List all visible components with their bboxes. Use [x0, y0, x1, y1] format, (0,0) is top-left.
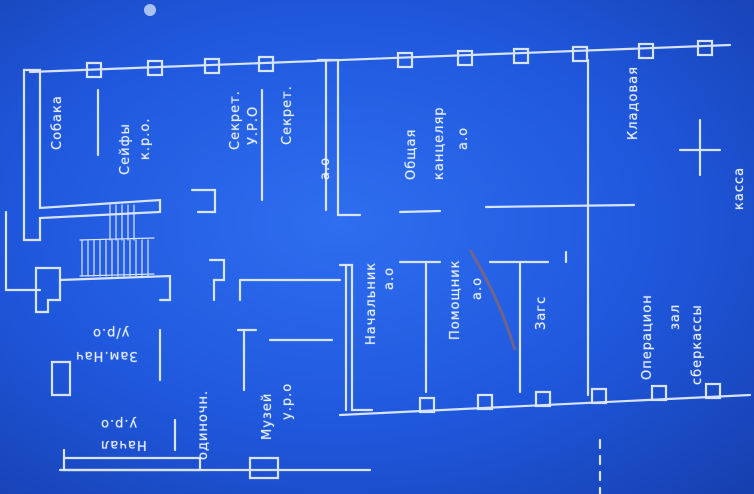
room-label-kancelyar: канцеляр	[432, 106, 447, 180]
wall-bottom	[62, 448, 202, 472]
room-label-nachal: Начал	[100, 437, 147, 452]
partition	[398, 260, 442, 394]
room-label-kassa: касса	[732, 166, 747, 210]
column	[418, 396, 436, 414]
room-label-kladovaya: Кладовая	[626, 66, 641, 140]
room-label-sejfy: Сейфы	[118, 123, 133, 175]
wall-pier	[50, 360, 72, 397]
room-label-muzej-sub: у.р.о	[280, 382, 295, 420]
partition-thick	[316, 58, 362, 217]
column	[650, 384, 668, 402]
room-label-sekretar-1: Секрет.	[228, 90, 243, 150]
room-label-sobaka: Собака	[50, 95, 65, 150]
column	[534, 390, 552, 408]
partition	[208, 258, 226, 302]
room-label-pomoshnik: Помощник	[448, 259, 463, 340]
column	[590, 387, 608, 405]
column	[512, 47, 530, 65]
room-label-zam-nach: Зам.Нач	[75, 348, 138, 363]
room-label-obshaya-sub: а.о	[456, 126, 471, 150]
room-label-nachalnik-sub: а.о	[382, 266, 397, 290]
partition	[678, 118, 722, 177]
room-label-sberkassy: сберкассы	[690, 304, 705, 385]
column	[85, 61, 103, 79]
room-label-odinochka: одиночн.	[196, 389, 211, 460]
column	[696, 39, 714, 57]
room-label-obshaya: Общая	[404, 128, 419, 180]
room-label-sekretar-2-sub: а.о	[318, 156, 333, 180]
left-entry-wall	[4, 210, 42, 292]
corridor-line	[484, 203, 636, 209]
room-label-muzej: Музей	[260, 392, 275, 440]
column	[203, 57, 221, 75]
room-label-sekretar-2: Секрет.	[280, 85, 295, 145]
left-wall-block	[22, 68, 162, 242]
room-label-nachalnik: Начальник	[364, 261, 379, 345]
wall-pier	[248, 456, 280, 480]
wall-pier	[34, 266, 62, 314]
column	[257, 55, 275, 73]
column	[637, 42, 655, 60]
room-label-zags: Загс	[534, 295, 549, 330]
column	[476, 393, 494, 411]
room-label-nachal-sub: у.р.о	[100, 416, 138, 431]
corridor-line	[398, 209, 442, 214]
room-label-pomoshnik-sub: а.о	[470, 276, 485, 300]
partition	[238, 278, 342, 302]
room-label-sekretar-1-sub: У.Р.О	[246, 105, 261, 145]
column	[146, 59, 164, 77]
stair-bottom-wall	[58, 274, 172, 302]
column	[571, 45, 589, 63]
room-label-operacionnyj: Операцион	[640, 294, 655, 380]
top-outer-wall	[28, 43, 732, 74]
column	[456, 49, 474, 67]
staircase	[79, 204, 155, 277]
partition	[236, 328, 258, 392]
partition	[488, 260, 550, 394]
room-label-zal: зал	[668, 303, 683, 330]
room-label-zam-nach-sub: у/р.о	[92, 325, 130, 340]
paper-spot	[144, 4, 156, 16]
column	[396, 51, 414, 69]
room-label-sejfy-sub: к.р.о.	[138, 117, 153, 160]
stain-mark	[468, 249, 517, 351]
column	[704, 382, 722, 400]
partition	[190, 188, 217, 214]
